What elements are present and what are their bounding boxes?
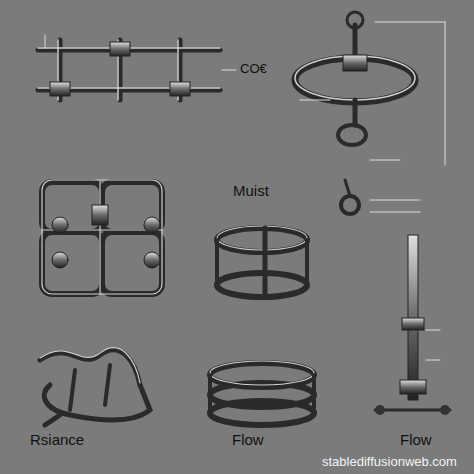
- part-label: Muist: [233, 183, 269, 200]
- part-label: Flow: [232, 432, 264, 449]
- part-label: Rsiance: [30, 432, 84, 449]
- part-label: CO€: [240, 62, 267, 76]
- watermark: stablediffusionweb.com: [322, 455, 457, 469]
- part-label: Flow: [400, 432, 432, 449]
